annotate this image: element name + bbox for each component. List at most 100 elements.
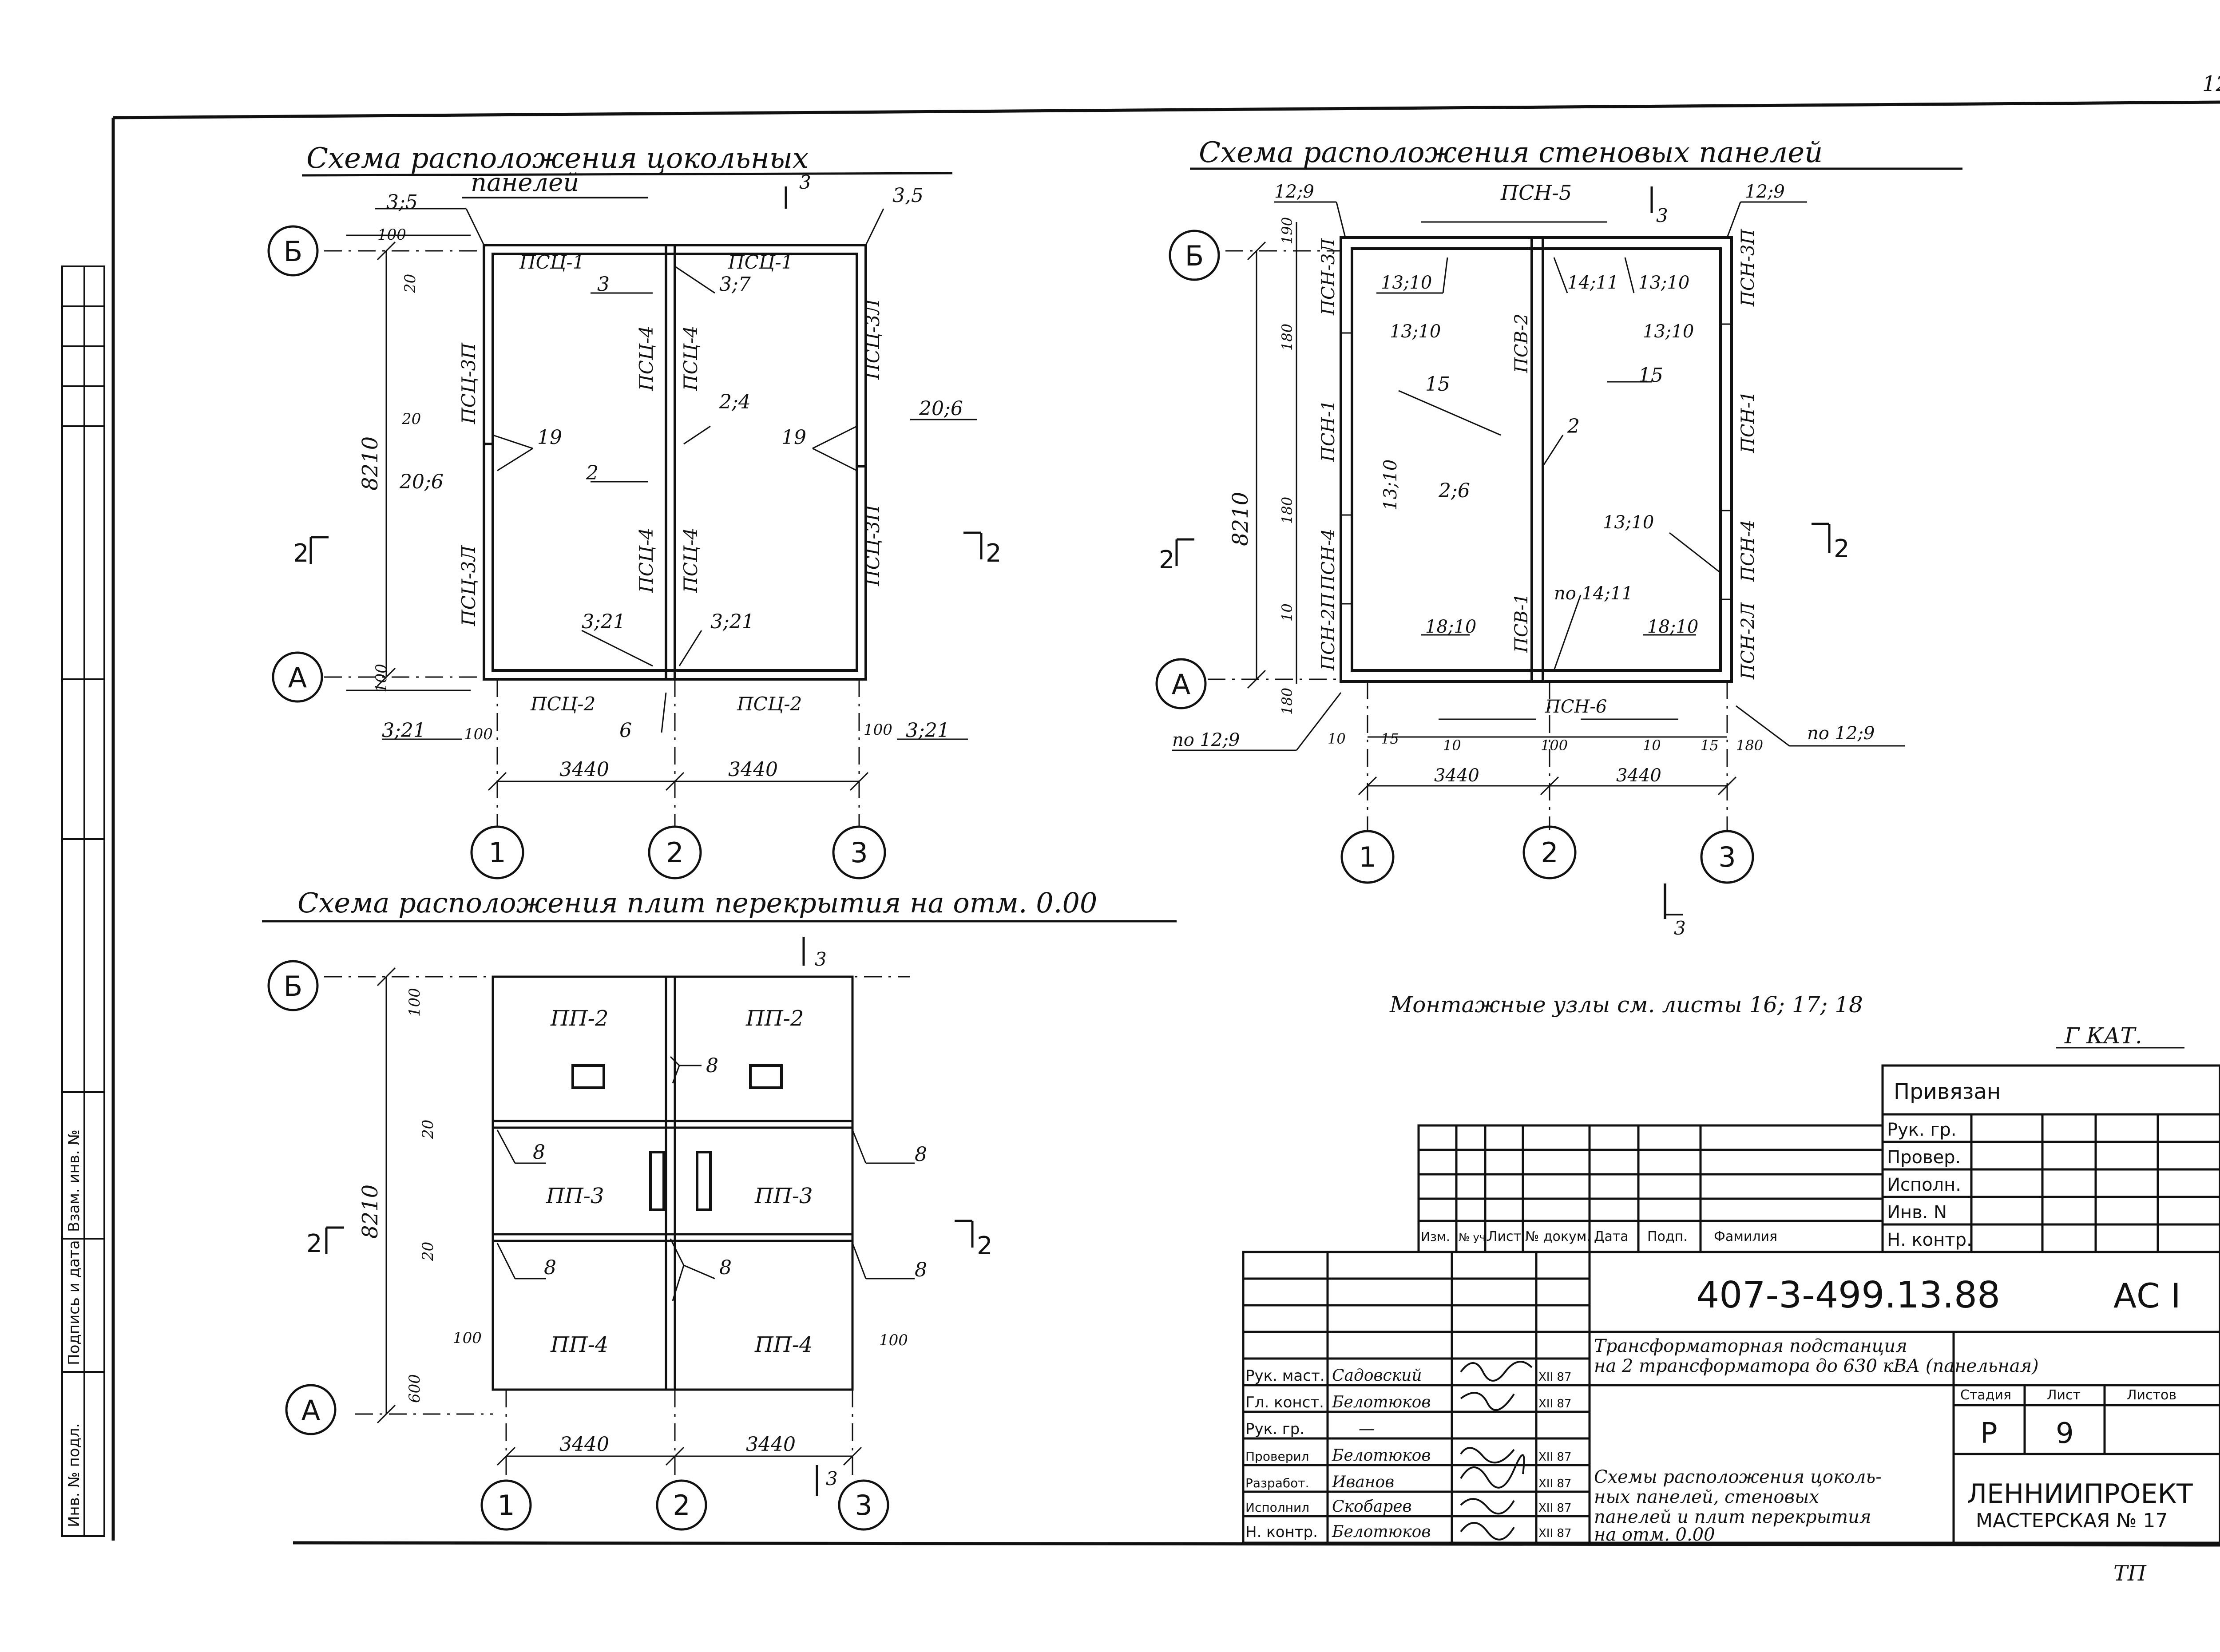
plan3-dim-100-top: 100 xyxy=(406,988,424,1017)
plan1-node-label: 19 xyxy=(781,426,806,449)
plan1-panel-label: ПСЦ-1 xyxy=(519,251,584,273)
plan3-section-left: 2 xyxy=(306,1229,322,1258)
plan1-axis-2-label: 2 xyxy=(666,836,683,869)
plan3-node-label: 8 xyxy=(706,1054,718,1077)
stage-header-cell: Стадия xyxy=(1960,1387,2011,1403)
sheet-title-line: Схемы расположения цоколь- xyxy=(1594,1467,1882,1487)
plan3-dim-height: 8210 xyxy=(358,1185,383,1239)
copied-mark: Г КАТ. xyxy=(2064,1023,2142,1049)
plan1-node-label: 3;21 xyxy=(710,610,754,633)
plan1-dim-100l: 100 xyxy=(464,725,493,743)
sheet-title-line: панелей и плит перекрытия xyxy=(1594,1507,1871,1527)
plan2-panel-label: ПСН-1 xyxy=(1318,400,1339,462)
plan3-slab-label: ПП-3 xyxy=(546,1184,604,1208)
plan2-panel-label: ПСН-2Л xyxy=(1738,602,1758,680)
plan1-panel-label: ПСЦ-3П xyxy=(458,342,480,424)
plan2-axis-b-bubble xyxy=(1169,230,1220,281)
left-margin-strip: Взам. инв. № Подпись и дата Инв. № подл. xyxy=(61,265,105,1537)
plan2-node-label: 18;10 xyxy=(1647,617,1698,637)
plan2-dim-small: 180 xyxy=(1279,497,1296,524)
plan2-dim-small: 10 xyxy=(1328,730,1346,747)
signature-date: XII 87 xyxy=(1538,1527,1572,1540)
plan2-dim-small: 190 xyxy=(1279,217,1296,244)
signature-name: Белотюков xyxy=(1332,1393,1431,1411)
plan1-dim-bot-offset: 100 xyxy=(373,664,390,693)
plan1-node-label: 19 xyxy=(537,426,562,449)
plan3-section-top: 3 xyxy=(815,948,827,970)
plan2-panel-label: ПСН-3Л xyxy=(1318,238,1339,316)
plan3-dim-600: 600 xyxy=(406,1374,424,1403)
plan3-axis-1-bubble xyxy=(480,1479,532,1531)
plan3-title: Схема расположения плит перекрытия на от… xyxy=(297,887,1097,919)
plan1-node-label: 3;21 xyxy=(582,610,626,633)
signature-date: XII 87 xyxy=(1538,1450,1572,1464)
plan3-slab-label: ПП-3 xyxy=(754,1184,813,1208)
plan1-dim-top-offset: 100 xyxy=(377,226,406,244)
plan3-slab-label: ПП-2 xyxy=(550,1006,608,1031)
strip-label-inv-orig: Инв. № подл. xyxy=(65,1423,83,1527)
plan3-section-bottom: 3 xyxy=(826,1468,838,1490)
plan1-axis-a-label: А xyxy=(288,662,307,694)
plan1-panel-label: ПСЦ-3Л xyxy=(862,299,884,380)
plan1-node-label: 20;6 xyxy=(399,471,444,493)
plan2-dim-span2: 3440 xyxy=(1616,765,1661,786)
plan1-dim-span1: 3440 xyxy=(559,758,609,781)
plan2-node-label: 15 xyxy=(1425,373,1450,396)
assembly-note: Монтажные узлы см. листы 16; 17; 18 xyxy=(1389,992,1863,1018)
plan2-node-label: 13;10 xyxy=(1643,321,1694,342)
plan1-panel-label: ПСЦ-4 xyxy=(680,528,702,593)
plan2-node-label: 12;9 xyxy=(1274,182,1314,202)
plan2-axis-1-label: 1 xyxy=(1359,841,1376,873)
plan3-axis-2-bubble xyxy=(656,1479,707,1531)
organization-workshop: МАСТЕРСКАЯ № 17 xyxy=(1976,1509,2168,1532)
rev-header-cell: Дата xyxy=(1594,1229,1629,1244)
plan2-node-label: по 12;9 xyxy=(1807,723,1875,744)
plan2-panel-label: ПСН-2П xyxy=(1318,593,1339,671)
signature-role: Гл. конст. xyxy=(1245,1394,1324,1411)
rev-header-cell: № докум. xyxy=(1525,1229,1591,1244)
plan2-panel-label: ПСН-4 xyxy=(1318,529,1339,591)
plan1-dim-20: 20 xyxy=(401,274,419,293)
plan2-node-label: по 14;11 xyxy=(1554,583,1633,604)
plan3-axis-a-label: А xyxy=(301,1394,320,1426)
plan3-slab-label: ПП-2 xyxy=(745,1006,804,1031)
plan2-dim-small: 15 xyxy=(1701,737,1719,754)
plan2-axis-a-bubble xyxy=(1155,658,1207,709)
plan2-dim-height: 8210 xyxy=(1228,492,1253,546)
plan3-node-label: 8 xyxy=(533,1141,545,1164)
plan1-axis-b-bubble xyxy=(267,225,319,277)
plan1-node-label: 20;6 xyxy=(919,397,963,420)
plan2-axis-2-bubble xyxy=(1522,825,1577,879)
rev-header-cell: Лист xyxy=(1487,1229,1521,1244)
plan1-axis-3-label: 3 xyxy=(850,836,868,869)
sheet-title-line: на отм. 0.00 xyxy=(1594,1525,1715,1545)
plan2-node-label: 13;10 xyxy=(1603,512,1654,533)
plan2-panel-label: ПСН-4 xyxy=(1738,520,1758,582)
strip-label-sign-date: Подпись и дата xyxy=(65,1240,83,1365)
plan3-slab-label: ПП-4 xyxy=(550,1332,608,1357)
signature-date: XII 87 xyxy=(1538,1371,1572,1384)
sheet-frame xyxy=(111,100,2220,1547)
plan3-node-label: 8 xyxy=(719,1256,732,1279)
plan3-slab-label: ПП-4 xyxy=(754,1332,813,1357)
plan1-node-label: 2 xyxy=(586,462,599,484)
plan2-section-left: 2 xyxy=(1159,546,1175,574)
signature-date: XII 87 xyxy=(1538,1501,1572,1515)
plan3-node-label: 8 xyxy=(544,1256,556,1279)
signature-name: — xyxy=(1359,1420,1375,1438)
signature-name: Белотюков xyxy=(1332,1523,1431,1541)
plan2-dim-small: 10 xyxy=(1643,737,1661,754)
plan1-section-left: 2 xyxy=(293,539,309,568)
plan2-axis-a-label: А xyxy=(1172,668,1190,701)
plan1-node-label: 2;4 xyxy=(719,391,751,413)
plan2-node-label: 18;10 xyxy=(1425,617,1476,637)
plan1-dim-100r: 100 xyxy=(864,721,892,739)
stage-header-cell: Листов xyxy=(2127,1387,2176,1403)
plan3-dim-span1: 3440 xyxy=(559,1433,609,1456)
plan1-axis-a-bubble xyxy=(272,651,323,703)
plan1-panel-label: ПСЦ-3Л xyxy=(458,545,480,626)
plan1-node-label: 3;21 xyxy=(382,719,426,742)
plan2-axis-b-label: Б xyxy=(1185,240,1204,272)
plan1-node-label: 3 xyxy=(597,273,610,296)
plan2-section-bottom: 3 xyxy=(1674,917,1686,939)
